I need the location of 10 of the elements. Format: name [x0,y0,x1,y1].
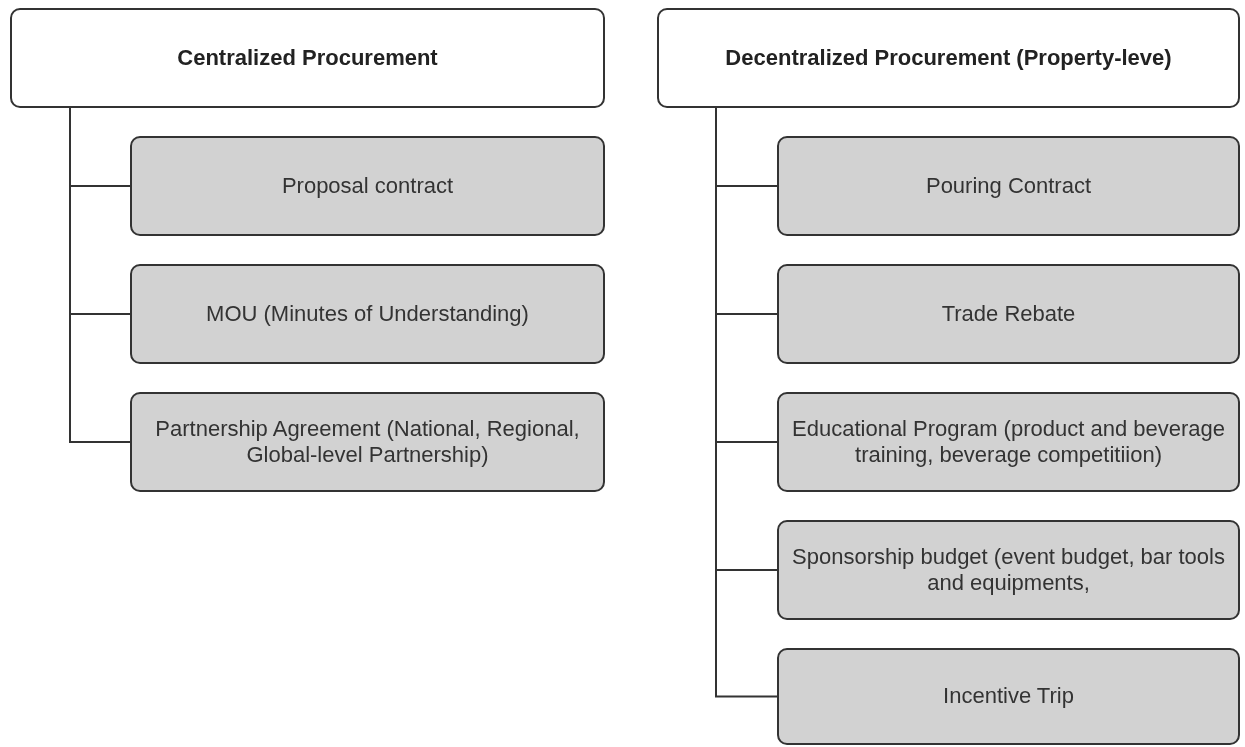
item-box: Educational Program (product and beverage training, beverage competitiion) [777,392,1240,492]
item-box: Proposal contract [130,136,605,236]
item-box: Trade Rebate [777,264,1240,364]
category-box: Decentralized Procurement (Property-leve) [657,8,1240,108]
item-box: Partnership Agreement (National, Regional, Global-level Partnership) [130,392,605,492]
item-box: Pouring Contract [777,136,1240,236]
item-box: Incentive Trip [777,648,1240,745]
item-box: Sponsorship budget (event budget, bar tools and equipments, [777,520,1240,620]
category-box: Centralized Procurement [10,8,605,108]
item-box: MOU (Minutes of Understanding) [130,264,605,364]
